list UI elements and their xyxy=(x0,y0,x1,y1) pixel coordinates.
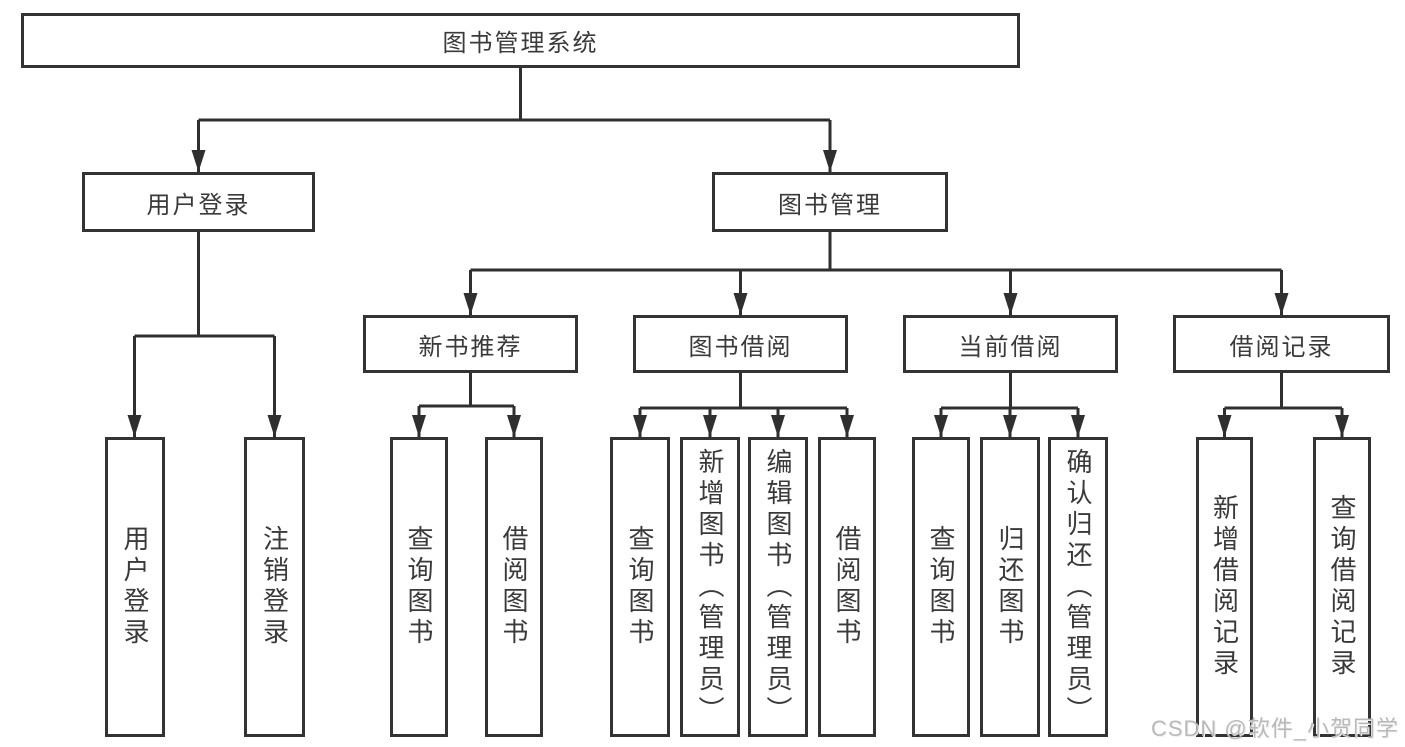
node-root-label: 图书管理系统 xyxy=(442,30,599,57)
leaf-query-books-label: 查询图书 xyxy=(404,525,434,649)
csdn-watermark: CSDN @软件_小贺同学 xyxy=(1150,716,1399,741)
leaf-borrow-books: 借阅图书 xyxy=(818,437,876,737)
node-book-management: 图书管理 xyxy=(712,172,948,232)
leaf-query-books: 查询图书 xyxy=(390,437,448,737)
leaf-logout-label: 注销登录 xyxy=(259,525,290,649)
node-book-management-label: 图书管理 xyxy=(778,191,882,219)
node-book-borrowing: 图书借阅 xyxy=(633,315,848,373)
leaf-borrow-books: 借阅图书 xyxy=(485,437,543,737)
leaf-add-books-admin-label: 新增图书（管理员） xyxy=(695,447,725,727)
leaf-confirm-return-admin: 确认归还（管理员） xyxy=(1048,437,1108,737)
leaf-query-borrow-record-label: 查询借阅记录 xyxy=(1327,494,1357,680)
node-new-book-recommend: 新书推荐 xyxy=(363,315,578,373)
leaf-user-login: 用户登录 xyxy=(105,437,165,737)
leaf-borrow-books-label: 借阅图书 xyxy=(499,525,529,649)
node-current-borrowing-label: 当前借阅 xyxy=(958,333,1063,361)
node-new-book-recommend-label: 新书推荐 xyxy=(418,333,523,361)
leaf-add-books-admin: 新增图书（管理员） xyxy=(680,437,740,737)
arrowheads xyxy=(127,150,1349,437)
leaf-return-books-label: 归还图书 xyxy=(995,525,1025,649)
leaf-add-borrow-record-label: 新增借阅记录 xyxy=(1209,494,1240,680)
leaf-query-books-label: 查询图书 xyxy=(625,525,655,649)
leaf-edit-books-admin-label: 编辑图书（管理员） xyxy=(763,447,793,727)
node-borrow-records: 借阅记录 xyxy=(1173,315,1390,373)
leaf-query-borrow-record: 查询借阅记录 xyxy=(1313,437,1371,737)
leaf-add-borrow-record: 新增借阅记录 xyxy=(1196,437,1253,737)
leaf-edit-books-admin: 编辑图书（管理员） xyxy=(748,437,808,737)
node-user-login-label: 用户登录 xyxy=(146,191,251,219)
connector-paths xyxy=(133,68,1344,437)
node-borrow-records-label: 借阅记录 xyxy=(1229,333,1334,361)
node-root: 图书管理系统 xyxy=(21,13,1020,68)
leaf-borrow-books-label: 借阅图书 xyxy=(832,525,862,649)
leaf-query-books-label: 查询图书 xyxy=(926,525,956,649)
leaf-query-books: 查询图书 xyxy=(912,437,970,737)
node-user-login: 用户登录 xyxy=(82,172,315,232)
leaf-return-books: 归还图书 xyxy=(980,437,1040,737)
node-current-borrowing: 当前借阅 xyxy=(903,315,1118,373)
node-book-borrowing-label: 图书借阅 xyxy=(688,333,793,361)
leaf-logout: 注销登录 xyxy=(244,437,305,737)
leaf-user-login-label: 用户登录 xyxy=(120,525,150,649)
leaf-confirm-return-admin-label: 确认归还（管理员） xyxy=(1063,447,1093,727)
leaf-query-books: 查询图书 xyxy=(610,437,670,737)
